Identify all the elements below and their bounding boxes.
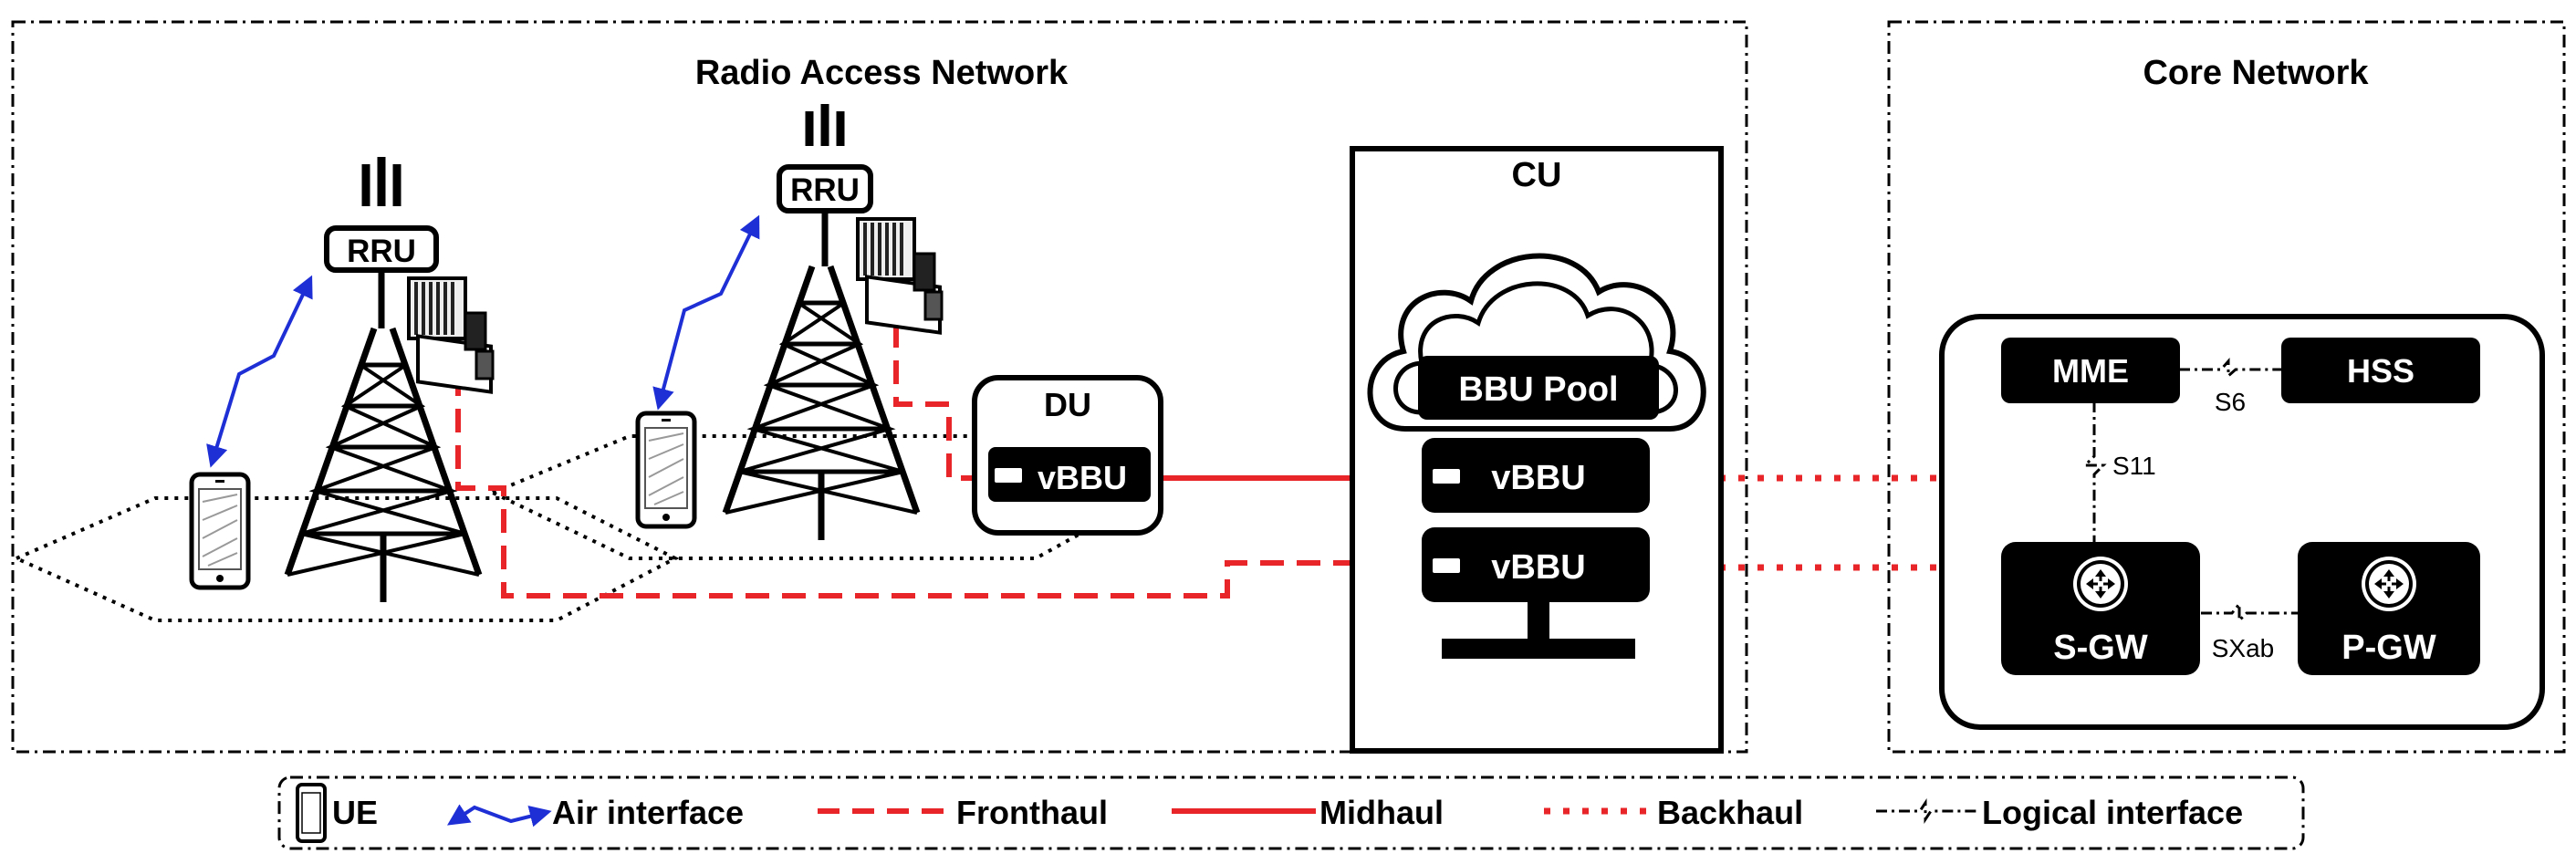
legend-backhaul-label: Backhaul bbox=[1657, 794, 1803, 831]
legend-air-symbol bbox=[446, 804, 552, 828]
s6-label: S6 bbox=[2215, 388, 2246, 416]
du-vbbu-server-icon bbox=[995, 468, 1022, 483]
ran-region bbox=[11, 20, 1748, 754]
du-vbbu-label: vBBU bbox=[1038, 459, 1127, 496]
sgw-label: S-GW bbox=[2053, 629, 2148, 667]
legend-logical-symbol bbox=[1876, 798, 1980, 824]
radio-unit-right-icon bbox=[856, 217, 944, 335]
rru-label-right: RRU bbox=[790, 172, 860, 208]
cu-vbbu-bottom-label: vBBU bbox=[1491, 548, 1585, 587]
mme-box bbox=[2001, 338, 2180, 403]
fronthaul-right bbox=[893, 324, 990, 481]
cell-coverage-left bbox=[12, 496, 680, 622]
legend-ue-phone-icon bbox=[296, 783, 327, 843]
s11-label: S11 bbox=[2112, 452, 2156, 480]
cu-vbbu-top-box bbox=[1422, 438, 1650, 513]
hss-box bbox=[2281, 338, 2480, 403]
logical-s6 bbox=[2179, 358, 2281, 380]
cu-vbbu-bottom-box bbox=[1422, 527, 1650, 602]
hss-label: HSS bbox=[2347, 352, 2414, 390]
bbu-pool-box bbox=[1418, 356, 1659, 420]
air-interface-right bbox=[652, 214, 760, 411]
core-region bbox=[1887, 20, 2566, 754]
legend-ue-label: UE bbox=[332, 794, 378, 831]
legend-midhaul-label: Midhaul bbox=[1319, 794, 1444, 831]
ran-region-title: Radio Access Network bbox=[695, 54, 1069, 92]
sgw-router-icon bbox=[2071, 555, 2130, 613]
du-title: DU bbox=[1044, 386, 1091, 423]
pgw-label: P-GW bbox=[2341, 629, 2436, 667]
cu-title: CU bbox=[1512, 156, 1562, 194]
air-interface-left bbox=[206, 275, 313, 468]
rru-label-left: RRU bbox=[347, 234, 416, 269]
antenna-right-icon bbox=[805, 104, 845, 146]
core-region-title: Core Network bbox=[2143, 54, 2369, 92]
legend-logical-label: Logical interface bbox=[1982, 794, 2243, 831]
ue-phone-right-icon bbox=[638, 413, 694, 526]
monitor-stand-icon bbox=[1442, 602, 1635, 659]
cu-vbbu-top-server-icon bbox=[1433, 469, 1460, 484]
legend-air-label: Air interface bbox=[552, 794, 744, 831]
fronthaul-left bbox=[455, 372, 1424, 599]
bbu-pool-label: BBU Pool bbox=[1458, 370, 1618, 409]
du-vbbu-box bbox=[988, 447, 1151, 502]
radio-unit-left-icon bbox=[407, 276, 495, 394]
logical-sxab bbox=[2201, 599, 2300, 624]
legend-fronthaul-label: Fronthaul bbox=[956, 794, 1108, 831]
antenna-left-icon bbox=[361, 157, 402, 206]
sxab-label: SXab bbox=[2212, 634, 2275, 662]
cu-vbbu-bottom-server-icon bbox=[1433, 558, 1460, 573]
mme-label: MME bbox=[2052, 352, 2129, 390]
pgw-router-icon bbox=[2360, 555, 2418, 613]
logical-s11 bbox=[2081, 401, 2107, 547]
ue-phone-left-icon bbox=[192, 474, 248, 588]
cu-vbbu-top-label: vBBU bbox=[1491, 459, 1585, 497]
